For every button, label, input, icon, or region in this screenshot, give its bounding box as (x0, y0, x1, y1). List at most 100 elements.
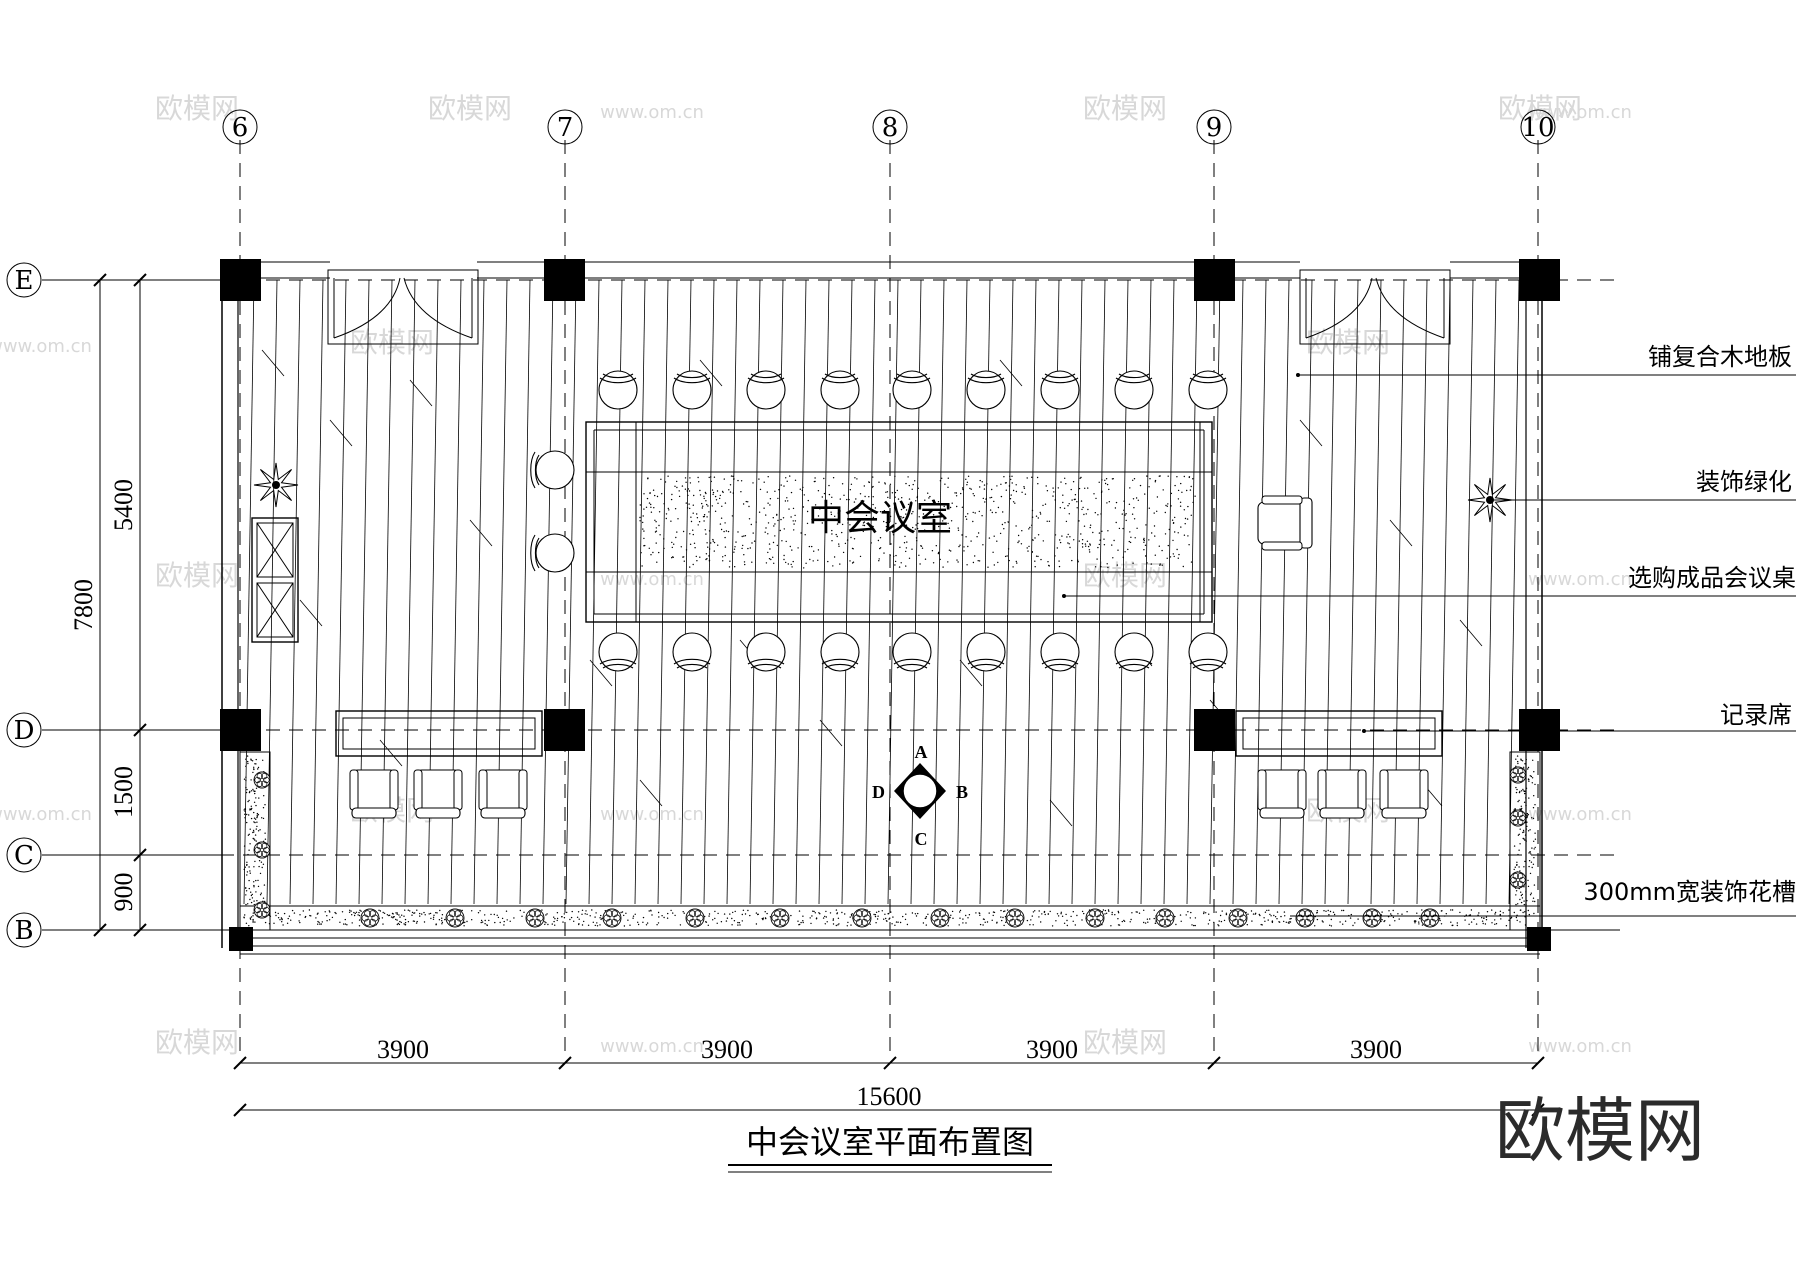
shrub-icon (360, 908, 380, 928)
dim-left-overall: 7800 (69, 579, 98, 631)
shrub-icon (1155, 908, 1175, 928)
shrub-icon (1420, 908, 1440, 928)
watermark-text: 欧模网 (1498, 92, 1582, 125)
dim-bottom-3: 3900 (1026, 1035, 1078, 1064)
shrub-icon (1362, 908, 1382, 928)
watermark-text: 欧模网 (155, 92, 239, 125)
chair-icon (1188, 370, 1228, 410)
callout-conference-table: 选购成品会议桌 (1628, 564, 1796, 592)
chair-icon (598, 632, 638, 672)
watermark-url: www.om.cn (1528, 569, 1632, 590)
svg-text:9: 9 (1206, 113, 1223, 143)
axis-bubbles: 6 7 8 9 10 E D C (6, 109, 1556, 948)
shrub-icon (1085, 908, 1105, 928)
chair-icon (672, 632, 712, 672)
recorder-armchairs (349, 769, 1429, 819)
watermark-url: www.om.cn (600, 1036, 704, 1057)
axis-bubble-b: B (6, 912, 42, 948)
shrub-icon (770, 908, 790, 928)
compass-label-d: D (872, 782, 885, 802)
chair-icon (966, 632, 1006, 672)
svg-text:C: C (14, 841, 34, 871)
axis-bubble-e: E (6, 262, 42, 298)
axis-bubble-10: 10 (1520, 109, 1556, 145)
axis-bubble-6: 6 (222, 109, 258, 145)
armchair-icon (413, 769, 463, 819)
chair-icon (1114, 370, 1154, 410)
dim-bottom-2: 3900 (701, 1035, 753, 1064)
watermark-url: www.om.cn (0, 336, 92, 357)
watermark-text: 欧模网 (350, 326, 434, 359)
watermark-layer: 欧模网欧模网欧模网欧模网欧模网欧模网欧模网欧模网欧模网欧模网欧模网欧模网www.… (0, 92, 1632, 1059)
watermark-text: 欧模网 (155, 559, 239, 592)
doors (327, 269, 1451, 345)
axis-bubble-9: 9 (1196, 109, 1232, 145)
recorder-desks (335, 710, 1443, 757)
dim-left-middle: 1500 (109, 766, 138, 818)
head-armchair-icon (1257, 495, 1313, 551)
chair-icon (530, 533, 575, 573)
callout-flooring: 铺复合木地板 (1648, 343, 1792, 371)
conference-table (585, 421, 1213, 623)
callout-recorder-seat: 记录席 (1720, 701, 1792, 729)
svg-text:D: D (14, 716, 35, 746)
bottom-dimensions: 3900 3900 3900 3900 15600 (233, 1035, 1545, 1117)
room-walls (221, 261, 1543, 955)
drawing-title-text: 中会议室平面布置图 (746, 1123, 1034, 1161)
watermark-url: www.om.cn (600, 804, 704, 825)
axis-bubble-7: 7 (547, 109, 583, 145)
watermark-url: www.om.cn (0, 804, 92, 825)
decorative-plants (253, 462, 1513, 523)
watermark-text: 欧模网 (155, 1026, 239, 1059)
chair-icon (820, 370, 860, 410)
svg-text:7: 7 (557, 113, 574, 143)
watermark-url: www.om.cn (1528, 804, 1632, 825)
axis-bubble-8: 8 (872, 109, 908, 145)
plant-icon (253, 462, 299, 508)
watermark-text: 欧模网 (428, 92, 512, 125)
chair-icon (746, 370, 786, 410)
side-cabinet (251, 517, 299, 643)
chair-icon (892, 632, 932, 672)
shrub-icon (685, 908, 705, 928)
axis-bubble-c: C (6, 837, 42, 873)
shrub-icon (253, 841, 271, 859)
chair-icon (1114, 632, 1154, 672)
chair-icon (1040, 370, 1080, 410)
svg-text:10: 10 (1521, 113, 1554, 143)
svg-text:B: B (14, 916, 33, 946)
watermark-url: www.om.cn (600, 569, 704, 590)
shrub-icon (1509, 809, 1527, 827)
chair-icon (746, 632, 786, 672)
shrub-icon (253, 771, 271, 789)
chair-icon (1040, 632, 1080, 672)
watermark-text: 欧模网 (1083, 1026, 1167, 1059)
callout-planter: 300mm宽装饰花槽 (1583, 878, 1796, 906)
watermark-text: 欧模网 (1083, 559, 1167, 592)
chair-icon (672, 370, 712, 410)
shrub-icon (1509, 766, 1527, 784)
watermark-url: www.om.cn (1528, 1036, 1632, 1057)
chair-icon (530, 450, 575, 490)
shrub-icon (930, 908, 950, 928)
armchair-icon (349, 769, 399, 819)
dim-total: 15600 (857, 1082, 922, 1111)
shrub-icon (1509, 871, 1527, 889)
svg-text:6: 6 (232, 113, 249, 143)
watermark-text: 欧模网 (1083, 92, 1167, 125)
watermark-text: 欧模网 (1306, 326, 1390, 359)
armchair-icon (1257, 769, 1307, 819)
dim-bottom-1: 3900 (377, 1035, 429, 1064)
door-right (1299, 269, 1451, 345)
chair-icon (1188, 632, 1228, 672)
shrub-icon (852, 908, 872, 928)
shrub-icon (602, 908, 622, 928)
planter-trough (239, 751, 1541, 931)
axis-bubble-d: D (6, 712, 42, 748)
svg-text:8: 8 (882, 113, 899, 143)
room-name: 中会议室 (808, 498, 952, 539)
watermark-url: www.om.cn (1528, 102, 1632, 123)
armchair-icon (1379, 769, 1429, 819)
callout-greenery: 装饰绿化 (1696, 468, 1792, 496)
